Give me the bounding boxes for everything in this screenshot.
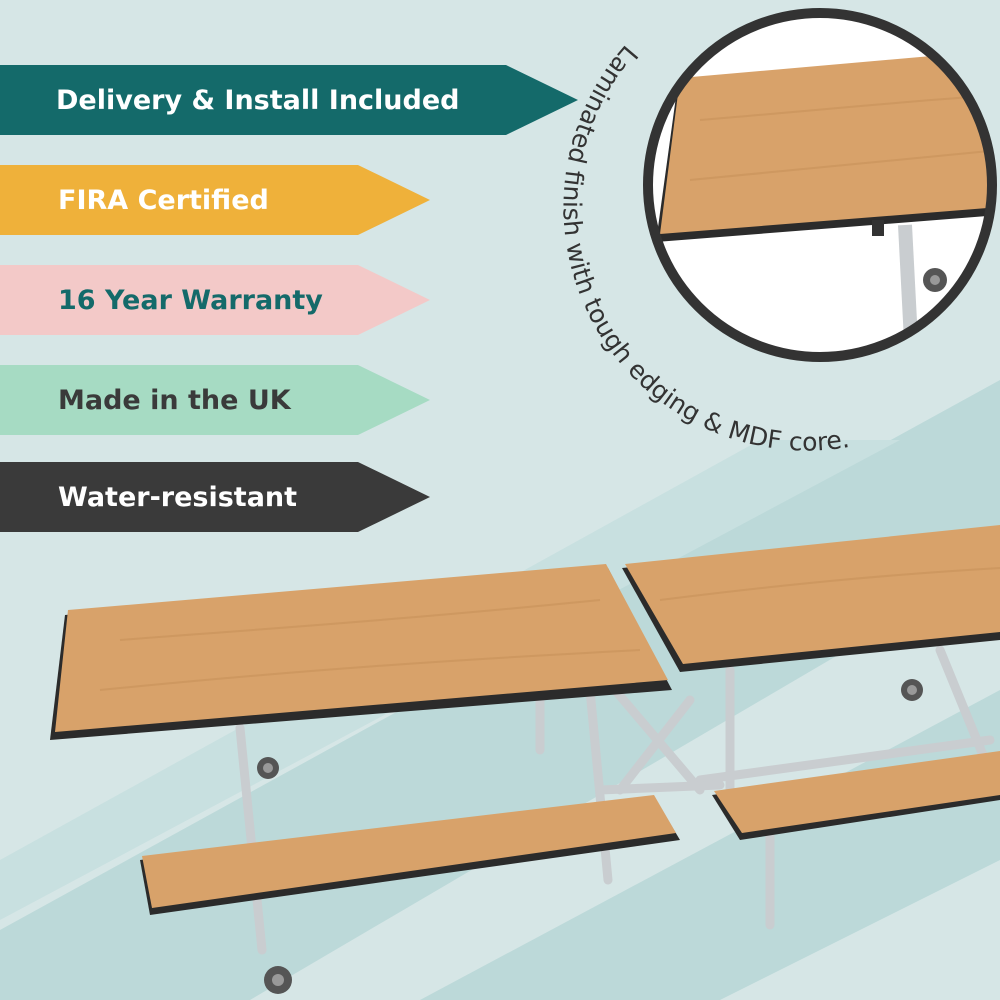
banner-water-resistant: Water-resistant: [0, 462, 430, 532]
stripe-band-2: [420, 690, 1000, 1000]
banner-made-in-uk: Made in the UK: [0, 365, 430, 435]
inset-caption-path: Laminated finish with tough edging & MDF…: [557, 40, 851, 457]
right-bench: [712, 751, 1000, 840]
banner-fira-certified: FIRA Certified: [0, 165, 430, 235]
banner-label: FIRA Certified: [58, 184, 269, 216]
caster-wheels: [257, 679, 923, 994]
right-table-top: [622, 525, 1000, 672]
right-table-frame: [695, 645, 995, 930]
left-table-top: [50, 564, 672, 740]
banner-label: Made in the UK: [58, 384, 291, 416]
inset-caption-text: Laminated finish with tough edging & MDF…: [557, 40, 851, 457]
banner-label: Delivery & Install Included: [56, 84, 460, 116]
banner-label: 16 Year Warranty: [58, 284, 323, 316]
banner-delivery-install: Delivery & Install Included: [0, 65, 578, 135]
banner-label: Water-resistant: [58, 481, 298, 513]
inset-detail-circle: [643, 8, 997, 362]
left-bench: [140, 795, 680, 915]
banner-warranty: 16 Year Warranty: [0, 265, 430, 335]
